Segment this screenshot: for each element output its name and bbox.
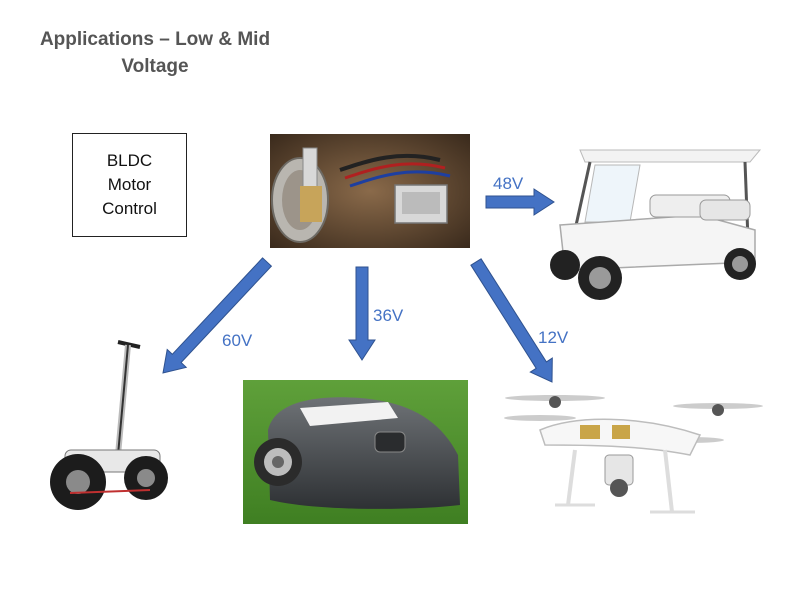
voltage-label-60v: 60V <box>222 331 253 350</box>
arrows-group <box>162 188 555 383</box>
self-balancing-scooter-image <box>50 340 168 510</box>
robotic-mower-image <box>243 380 468 524</box>
title-line-1: Applications – Low & Mid <box>39 29 271 50</box>
voltage-label-36v: 36V <box>373 306 404 325</box>
box-line-1: BLDC <box>106 151 153 170</box>
arrow-to-golf-cart <box>485 188 555 216</box>
box-line-3: Control <box>102 199 157 218</box>
golf-cart-image <box>550 149 762 300</box>
page-title: Applications – Low & Mid Voltage <box>20 26 290 80</box>
bldc-motor-image <box>270 134 470 248</box>
drone-image <box>504 395 763 514</box>
box-line-2: Motor <box>107 175 152 194</box>
bldc-control-box: BLDC Motor Control <box>72 133 187 237</box>
voltage-label-48v: 48V <box>493 174 524 193</box>
arrow-to-self-balancer <box>162 257 273 374</box>
arrow-to-drone <box>470 258 553 383</box>
title-line-2: Voltage <box>121 56 189 77</box>
voltage-label-12v: 12V <box>538 328 569 347</box>
arrow-to-mower <box>348 266 376 361</box>
